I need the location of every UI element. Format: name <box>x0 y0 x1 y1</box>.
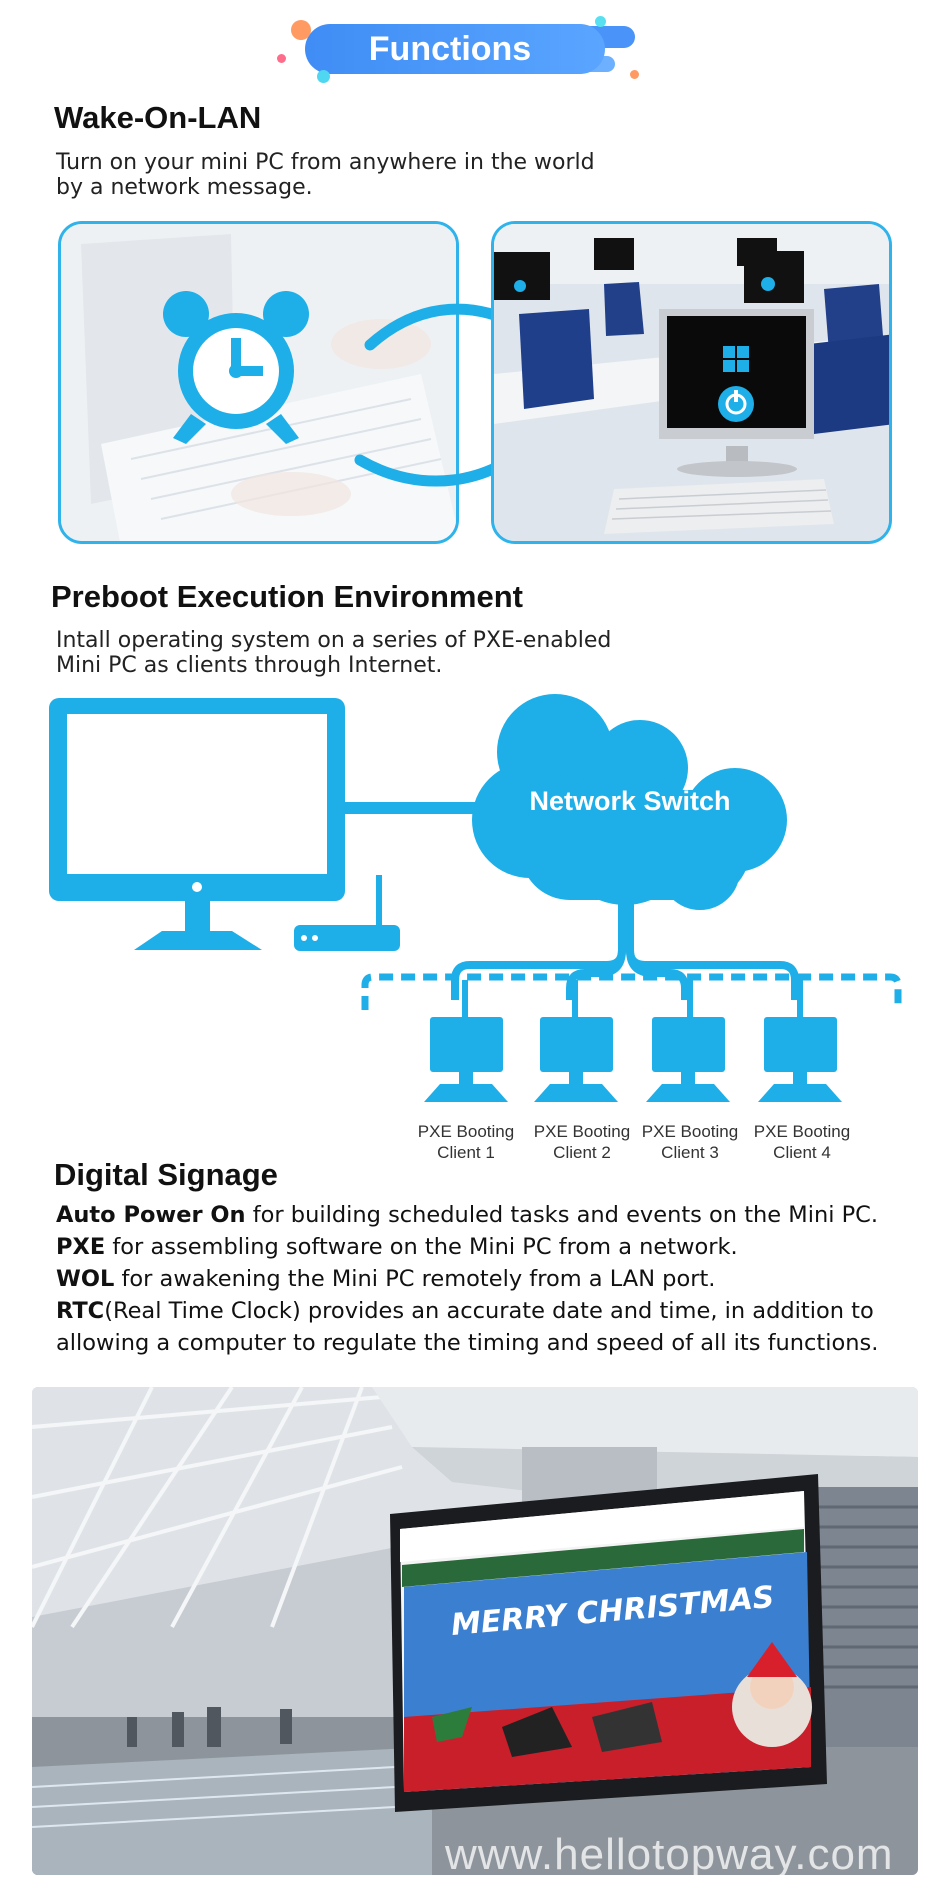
office-computers-illustration <box>494 224 889 541</box>
laptop-typing-illustration <box>61 224 456 541</box>
server-monitor-icon <box>49 698 345 950</box>
client-label-line1: PXE Booting <box>641 1122 739 1141</box>
wol-desc-line1: Turn on your mini PC from anywhere in th… <box>56 150 595 175</box>
banner-pill <box>305 24 605 74</box>
banner-dot <box>630 70 639 79</box>
signage-item-text: for assembling software on the Mini PC f… <box>105 1234 738 1260</box>
pxe-desc-line2: Mini PC as clients through Internet. <box>56 653 443 678</box>
alarm-clock-icon <box>163 291 309 444</box>
signage-item-keyword: PXE <box>56 1234 106 1260</box>
client-monitor-icon <box>534 1017 618 1102</box>
signage-item-keyword: RTC <box>56 1298 105 1324</box>
wol-desc-line2: by a network message. <box>56 175 313 200</box>
client-label-line2: Client 3 <box>661 1143 719 1162</box>
client-label-2: PXE Booting Client 2 <box>522 1121 642 1163</box>
wol-heading: Wake-On-LAN <box>54 100 262 135</box>
banner-dot <box>595 16 606 27</box>
airport-signage-photo: MERRY CHRISTMAS <box>32 1387 918 1875</box>
network-switch-label: Network Switch <box>529 786 731 816</box>
client-label-4: PXE Booting Client 4 <box>742 1121 862 1163</box>
client-label-1: PXE Booting Client 1 <box>406 1121 526 1163</box>
wol-laptop-panel <box>58 221 459 544</box>
client-monitor-icon <box>424 1017 508 1102</box>
signage-item-keyword: Auto Power On <box>56 1202 246 1228</box>
functions-banner: Functions <box>277 16 640 83</box>
signage-item-3: WOL for awakening the Mini PC remotely f… <box>56 1266 715 1292</box>
client-label-line2: Client 1 <box>437 1143 495 1162</box>
network-switch-cloud-icon <box>472 694 787 910</box>
router-icon <box>294 875 400 951</box>
signage-item-text: (Real Time Clock) provides an accurate d… <box>104 1298 874 1324</box>
client-label-line1: PXE Booting <box>417 1122 515 1141</box>
signage-item-text: for building scheduled tasks and events … <box>245 1202 879 1228</box>
signage-item-4-continued: allowing a computer to regulate the timi… <box>56 1330 879 1356</box>
client-label-line2: Client 2 <box>553 1143 611 1162</box>
signage-item-4: RTC(Real Time Clock) provides an accurat… <box>56 1298 874 1324</box>
banner-dot <box>317 70 330 83</box>
pxe-heading: Preboot Execution Environment <box>51 579 523 614</box>
client-monitor-icon <box>758 1017 842 1102</box>
signage-item-2: PXE for assembling software on the Mini … <box>56 1234 738 1260</box>
banner-dot <box>277 54 286 63</box>
signage-heading: Digital Signage <box>54 1157 278 1192</box>
signage-item-text: for awakening the Mini PC remotely from … <box>114 1266 716 1292</box>
banner-title: Functions <box>368 30 532 68</box>
wol-office-panel <box>491 221 892 544</box>
client-label-3: PXE Booting Client 3 <box>630 1121 750 1163</box>
banner-dot <box>291 20 311 40</box>
client-monitor-icon <box>646 1017 730 1102</box>
client-label-line2: Client 4 <box>773 1143 831 1162</box>
client-label-line1: PXE Booting <box>533 1122 631 1141</box>
signage-item-keyword: WOL <box>56 1266 115 1292</box>
airport-scene-illustration: MERRY CHRISTMAS <box>32 1387 918 1875</box>
watermark-text: www.hellotopway.com <box>445 1830 894 1879</box>
pxe-desc-line1: Intall operating system on a series of P… <box>56 628 612 653</box>
client-label-line1: PXE Booting <box>753 1122 851 1141</box>
signage-item-1: Auto Power On for building scheduled tas… <box>56 1202 878 1228</box>
pxe-network-diagram <box>49 694 902 1102</box>
